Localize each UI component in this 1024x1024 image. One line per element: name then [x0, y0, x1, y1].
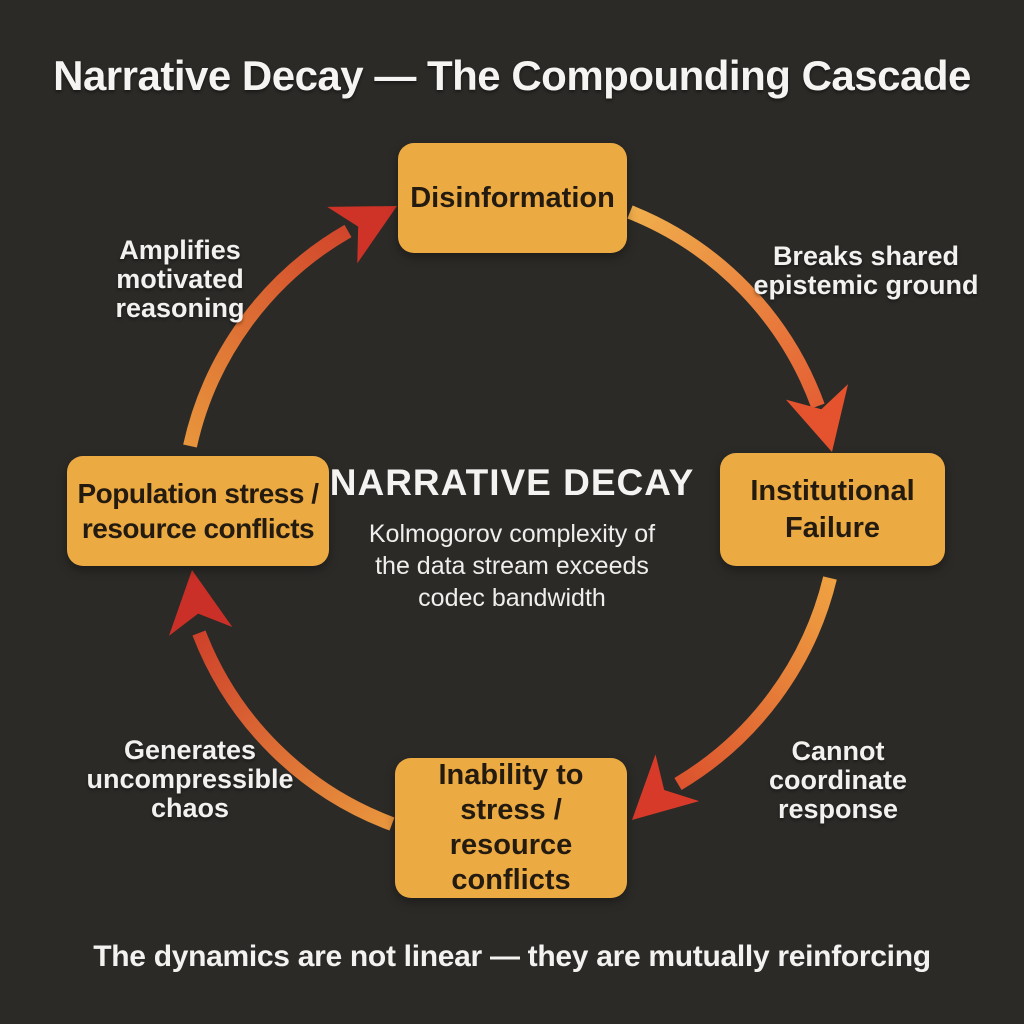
node-population-stress: Population stress / resource conflicts — [67, 456, 329, 566]
edge-bl-line3: chaos — [150, 793, 230, 824]
center-hub: NARRATIVE DECAY Kolmogorov complexity of… — [312, 462, 712, 614]
node-inability-stress-conflicts: Inability to stress / resource conflicts — [395, 758, 627, 898]
node-population-label-line1: Population stress / — [77, 478, 320, 509]
center-subtitle-line1: Kolmogorov complexity of — [368, 520, 656, 548]
edge-bl-line1: Generates — [123, 735, 257, 765]
arrowhead-to-inability — [632, 754, 700, 820]
edge-label-breaks-shared-epistemic-ground: Breaks shared epistemic ground — [751, 241, 981, 301]
edge-label-cannot-coordinate-response: Cannot coordinate response — [738, 736, 938, 825]
node-population-label-line2: resource conflicts — [81, 513, 315, 544]
edge-br-line2: coordinate — [768, 765, 908, 796]
center-subtitle: Kolmogorov complexity of the data stream… — [312, 518, 712, 614]
edge-bl-line2: uncompressible — [86, 764, 294, 795]
center-subtitle-line3: codec bandwidth — [418, 584, 606, 612]
edge-tr-line1: Breaks shared — [772, 241, 960, 271]
arc-institutional-to-inability — [674, 576, 837, 791]
arc-disinformation-to-institutional — [627, 205, 825, 409]
arrowhead-to-disinformation — [327, 206, 397, 264]
arrowhead-to-population — [168, 570, 233, 636]
node-inability-label-line1: Inability to — [438, 759, 584, 792]
diagram-title: Narrative Decay — The Compounding Cascad… — [53, 52, 971, 99]
edge-tl-line3: reasoning — [115, 293, 245, 324]
arc-population-to-disinformation — [183, 224, 352, 448]
edge-label-amplifies-motivated-reasoning: Amplifies motivated reasoning — [70, 235, 290, 324]
edge-br-line1: Cannot — [791, 736, 885, 766]
footer-caption: The dynamics are not linear — they are m… — [93, 940, 931, 973]
node-institutional-failure: Institutional Failure — [720, 453, 945, 566]
node-inability-label-line2: stress / resource — [449, 794, 573, 861]
edge-br-line3: response — [777, 794, 899, 825]
center-subtitle-line2: the data stream exceeds — [375, 552, 649, 580]
edge-label-generates-uncompressible-chaos: Generates uncompressible chaos — [75, 735, 305, 824]
center-heading: NARRATIVE DECAY — [329, 462, 695, 503]
node-disinformation-label: Disinformation — [410, 181, 615, 214]
edge-tl-line1: Amplifies — [119, 235, 241, 265]
node-institutional-label-line1: Institutional — [750, 475, 915, 508]
arrowhead-to-institutional — [785, 384, 849, 452]
arc-inability-to-population — [192, 630, 395, 831]
node-disinformation: Disinformation — [398, 143, 627, 253]
edge-tr-line2: epistemic ground — [753, 270, 979, 301]
node-inability-label-line3: conflicts — [451, 863, 571, 896]
node-institutional-label-line2: Failure — [784, 511, 881, 544]
edge-tl-line2: motivated — [116, 264, 244, 295]
